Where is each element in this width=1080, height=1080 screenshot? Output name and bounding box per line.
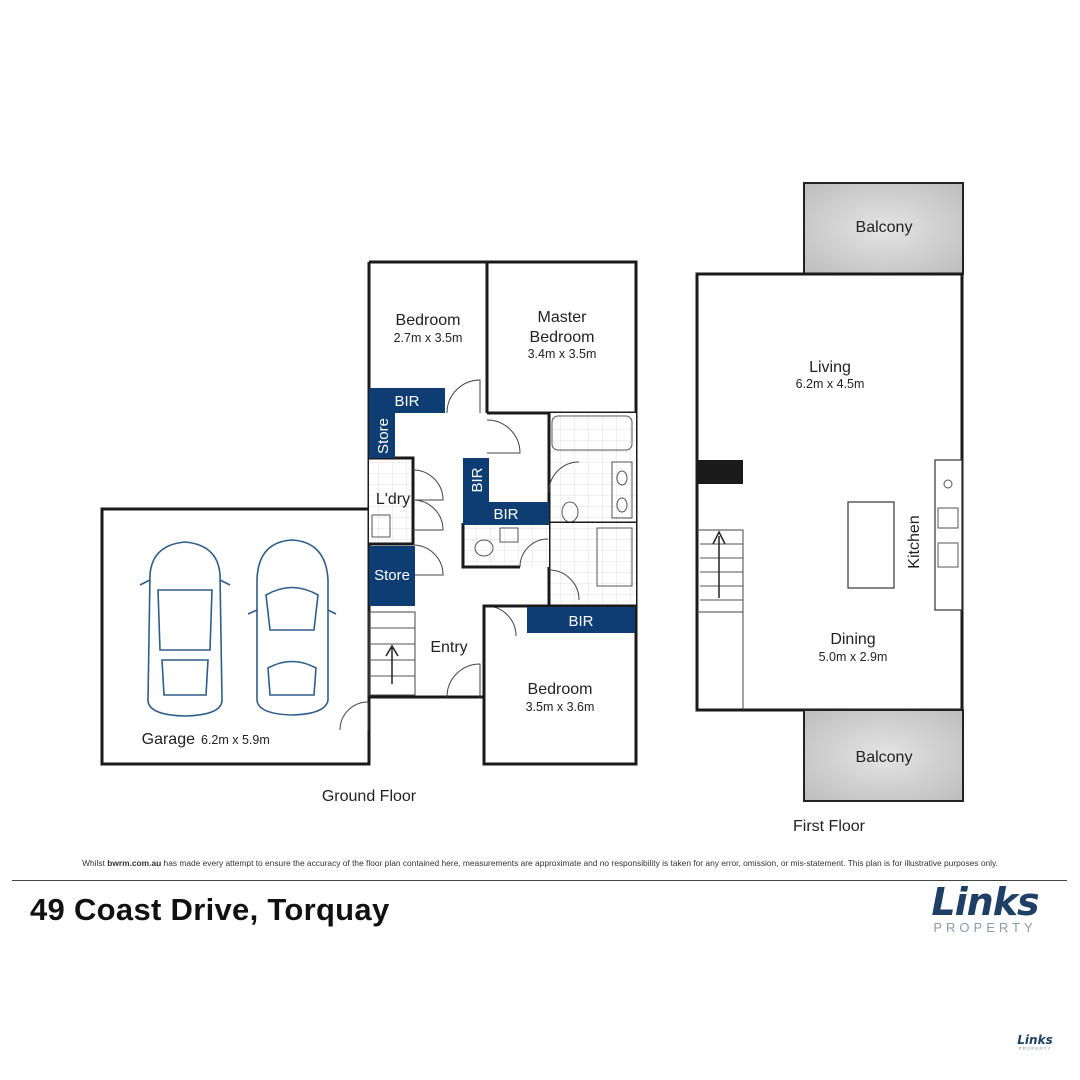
bir-top: BIR: [369, 388, 445, 413]
bir-vertical-label: BIR: [469, 467, 486, 492]
toilet-icon: [474, 539, 494, 557]
car-icon: [139, 541, 231, 717]
dining: Dining 5.0m x 2.9m: [819, 631, 888, 664]
dining-name: Dining: [830, 631, 875, 648]
property-address: 49 Coast Drive, Torquay: [30, 892, 390, 927]
kitchen-name: Kitchen: [906, 515, 923, 568]
door: [486, 419, 521, 454]
master-bedroom-dims: 3.4m x 3.5m: [528, 347, 597, 361]
store-vertical: Store: [369, 413, 395, 458]
divider: [12, 880, 1067, 881]
bir-top-label: BIR: [394, 393, 419, 410]
bedroom-top-left: Bedroom 2.7m x 3.5m: [394, 262, 489, 414]
shower-icon: [596, 527, 633, 587]
entry-name: Entry: [430, 639, 467, 656]
dining-dims: 5.0m x 2.9m: [819, 650, 888, 664]
kitchen: Kitchen: [847, 459, 963, 611]
store-lower-label: Store: [374, 567, 410, 584]
living: Living 6.2m x 4.5m: [697, 359, 864, 484]
store-vertical-label: Store: [375, 418, 392, 454]
arrow-up-icon: [712, 530, 726, 598]
door: [446, 663, 481, 698]
disclaimer-text: has made every attempt to ensure the acc…: [163, 858, 998, 868]
door: [485, 605, 517, 637]
bedroom-bottom: Bedroom 3.5m x 3.6m: [484, 604, 636, 714]
vanity-icon: [611, 461, 633, 519]
stairs: [368, 611, 416, 696]
bir-middle-label: BIR: [493, 506, 518, 523]
ensuite: [547, 413, 636, 525]
balcony-top-name: Balcony: [856, 219, 913, 236]
bedroom-bottom-dims: 3.5m x 3.6m: [526, 700, 595, 714]
laundry-name: L'dry: [376, 491, 410, 508]
door: [412, 469, 444, 501]
car-icon: [247, 539, 337, 716]
logo-wordmark: Links: [931, 880, 1039, 924]
first-floor: Balcony Living 6.2m x 4.5m Kitchen Dinin…: [695, 182, 964, 835]
door: [446, 379, 481, 414]
garage: Garage 6.2m x 5.9m: [100, 507, 371, 766]
balcony-bottom: Balcony: [803, 709, 964, 802]
stairs-upper: [697, 529, 744, 710]
garage-dims: 6.2m x 5.9m: [201, 733, 270, 747]
cooktop-icon: [937, 542, 959, 568]
corner-logo: Links PROPERTY: [1010, 1034, 1060, 1051]
logo-subtitle: PROPERTY: [933, 920, 1037, 935]
fireplace: [697, 460, 743, 484]
living-name: Living: [809, 359, 851, 376]
store-lower: Store: [369, 546, 415, 606]
master-bedroom-name-line-1: Master: [538, 309, 588, 326]
balcony-bottom-name: Balcony: [856, 749, 913, 766]
bedroom-top-left-name: Bedroom: [396, 312, 461, 329]
sink-icon: [937, 507, 959, 529]
door: [548, 461, 580, 493]
bathroom: [547, 523, 636, 606]
bir-bottom: BIR: [527, 607, 635, 633]
toilet-room: [461, 523, 549, 569]
bathtub-icon: [551, 415, 633, 451]
ground-floor: Garage 6.2m x 5.9m Bedroom 2.7m x 3.5m M…: [100, 260, 638, 805]
garage-name: Garage: [142, 731, 195, 748]
balcony-top: Balcony: [803, 182, 964, 275]
door: [339, 701, 369, 731]
bir-bottom-label: BIR: [568, 613, 593, 630]
entry: Entry: [412, 544, 517, 698]
master-bedroom-name-line-2: Bedroom: [530, 329, 595, 346]
corner-logo-subtitle: PROPERTY: [1018, 1046, 1052, 1051]
door: [412, 544, 444, 576]
first-floor-label: First Floor: [793, 818, 866, 835]
ground-floor-label: Ground Floor: [322, 788, 417, 805]
bir-vertical: BIR: [463, 458, 489, 502]
sink-icon: [371, 514, 391, 538]
arrow-up-icon: [385, 644, 399, 684]
kitchen-bench: [934, 459, 963, 611]
bedroom-bottom-name: Bedroom: [528, 681, 593, 698]
disclaimer-prefix: Whilst: [82, 858, 105, 868]
bir-middle: BIR: [463, 502, 549, 525]
laundry: L'dry: [369, 456, 444, 546]
door: [519, 538, 549, 568]
door: [548, 569, 580, 601]
bedroom-top-left-dims: 2.7m x 3.5m: [394, 331, 463, 345]
disclaimer: Whilst bwrm.com.au has made every attemp…: [0, 858, 1080, 868]
living-dims: 6.2m x 4.5m: [796, 377, 865, 391]
kitchen-island: [847, 501, 895, 589]
door: [412, 499, 444, 531]
corner-logo-wordmark: Links: [1017, 1033, 1053, 1047]
links-property-logo: Links PROPERTY: [924, 882, 1046, 935]
disclaimer-site: bwrm.com.au: [107, 858, 162, 868]
